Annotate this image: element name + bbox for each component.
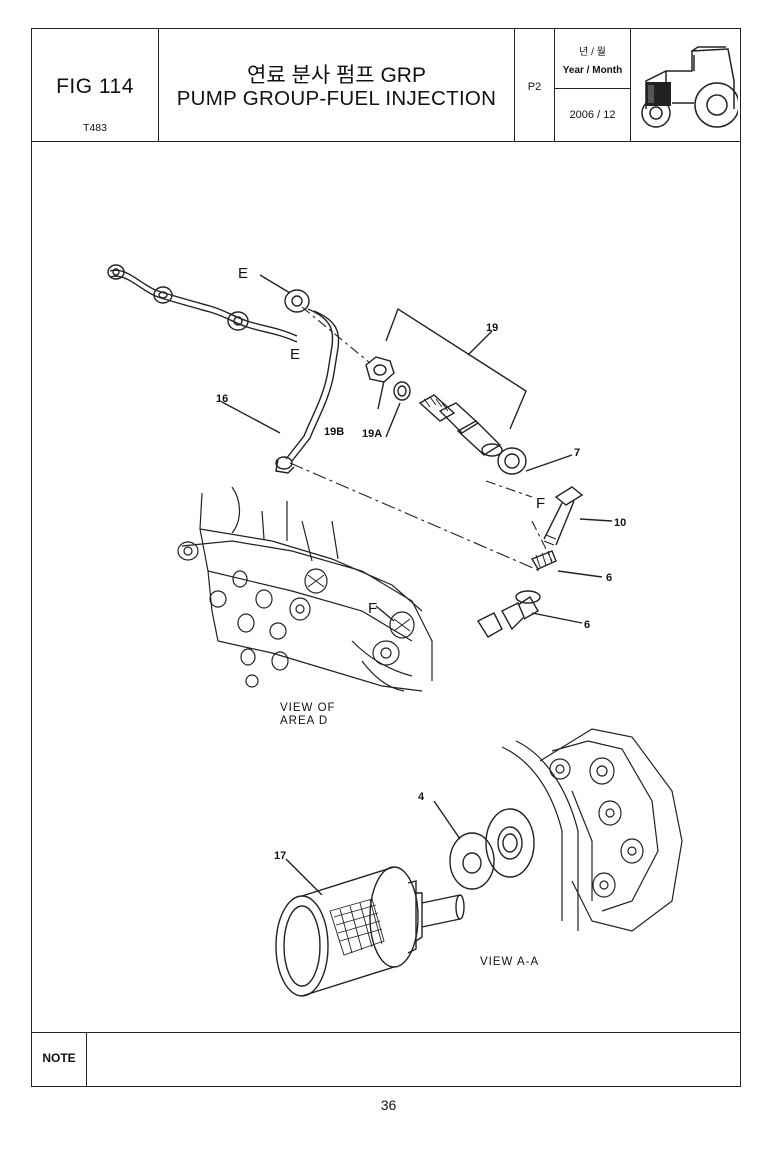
view-d-caption-line1: VIEW OF [280, 702, 336, 714]
label-part-6-upper: 6 [606, 572, 612, 584]
washer-19a [393, 381, 411, 401]
injector-nozzle [418, 394, 503, 457]
label-part-19b: 19B [324, 426, 344, 438]
label-e-upper: E [238, 265, 248, 282]
title-block: FIG 114 T483 연료 분사 펌프 GRP PUMP GROUP-FUE… [32, 29, 740, 142]
view-aa-caption: VIEW A-A [480, 956, 539, 968]
title-korean: 연료 분사 펌프 GRP [247, 64, 426, 87]
note-label-cell: NOTE [32, 1033, 87, 1087]
seal-washer-7 [497, 447, 527, 475]
title-english: PUMP GROUP-FUEL INJECTION [176, 87, 497, 110]
filter-adapter [485, 808, 535, 878]
note-label: NOTE [42, 1051, 76, 1065]
title-cell: 연료 분사 펌프 GRP PUMP GROUP-FUEL INJECTION [159, 29, 515, 141]
filter-bracket-housing [501, 728, 683, 932]
clamp-6-upper [530, 550, 557, 570]
bolt-10 [543, 486, 584, 546]
label-f-upper: F [536, 495, 545, 512]
banjo-fitting [284, 289, 310, 313]
note-block: NOTE [32, 1032, 740, 1087]
label-part-7: 7 [574, 447, 580, 459]
leak-off-hose [107, 264, 298, 343]
pipe-end-fitting [275, 456, 293, 470]
date-cell: 년 / 월 Year / Month 2006 / 12 [555, 29, 631, 141]
label-part-19a: 19A [362, 428, 382, 440]
exploded-parts-diagram: E E F F 19 19A 19B 16 7 10 6 6 4 17 VIEW… [107, 264, 683, 997]
label-f-lower: F [368, 600, 377, 617]
page-code-cell: P2 [515, 29, 555, 141]
page-number: 36 [380, 1097, 397, 1113]
label-part-6-lower: 6 [584, 619, 590, 631]
label-part-17: 17 [274, 850, 286, 862]
label-part-4: 4 [418, 791, 425, 803]
washer-4 [449, 832, 495, 890]
figure-number: FIG 114 [56, 75, 134, 98]
fuel-filter-17 [275, 866, 465, 997]
model-code: T483 [83, 122, 107, 134]
figure-cell: FIG 114 T483 [32, 29, 159, 141]
date-label-korean: 년 / 월 [579, 47, 606, 58]
view-d-caption-line2: AREA D [280, 715, 328, 727]
clamp-6-lower [476, 590, 541, 638]
knurled-grip [329, 898, 385, 956]
date-value: 2006 / 12 [569, 109, 616, 121]
date-label-english: Year / Month [562, 65, 623, 76]
page-frame: FIG 114 T483 연료 분사 펌프 GRP PUMP GROUP-FUE… [31, 28, 741, 1087]
date-divider [555, 88, 630, 89]
label-part-16: 16 [216, 393, 228, 405]
label-e-lower: E [290, 346, 300, 363]
callout-bracket-19 [385, 307, 527, 430]
page-code: P2 [527, 81, 542, 93]
label-part-10: 10 [614, 517, 626, 529]
cylinder-head-view-d [177, 486, 433, 692]
label-part-19: 19 [486, 322, 498, 334]
tractor-locator-icon [641, 46, 738, 128]
nut-19b [365, 356, 395, 383]
